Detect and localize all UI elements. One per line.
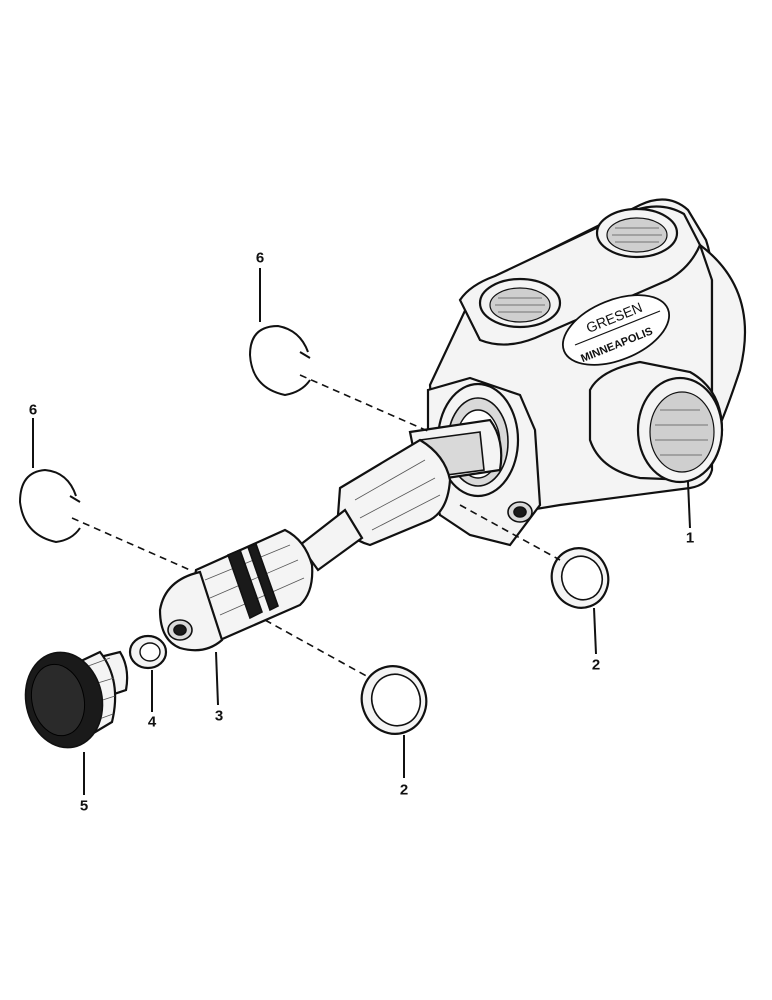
callout-5: 5 — [79, 797, 89, 815]
callout-6-upper: 6 — [255, 249, 265, 267]
leader-lines — [32, 268, 691, 795]
callout-4: 4 — [147, 713, 157, 731]
valve-body: GRESEN MINNEAPOLIS — [426, 198, 747, 547]
snap-ring-upper — [248, 324, 311, 397]
side-port — [588, 360, 724, 484]
top-port-left — [478, 277, 562, 329]
callout-3: 3 — [214, 707, 224, 725]
spool — [158, 418, 503, 652]
o-ring-lower — [360, 665, 428, 735]
assembly-lines — [71, 374, 561, 679]
callout-6-lower: 6 — [28, 401, 38, 419]
callout-2-lower: 2 — [399, 781, 409, 799]
top-port-right — [595, 207, 679, 259]
knob — [24, 650, 129, 749]
snap-ring-lower — [18, 468, 81, 544]
washer — [128, 634, 168, 670]
callout-2-upper: 2 — [591, 656, 601, 674]
o-ring-upper — [550, 547, 610, 609]
callout-1: 1 — [685, 529, 695, 547]
